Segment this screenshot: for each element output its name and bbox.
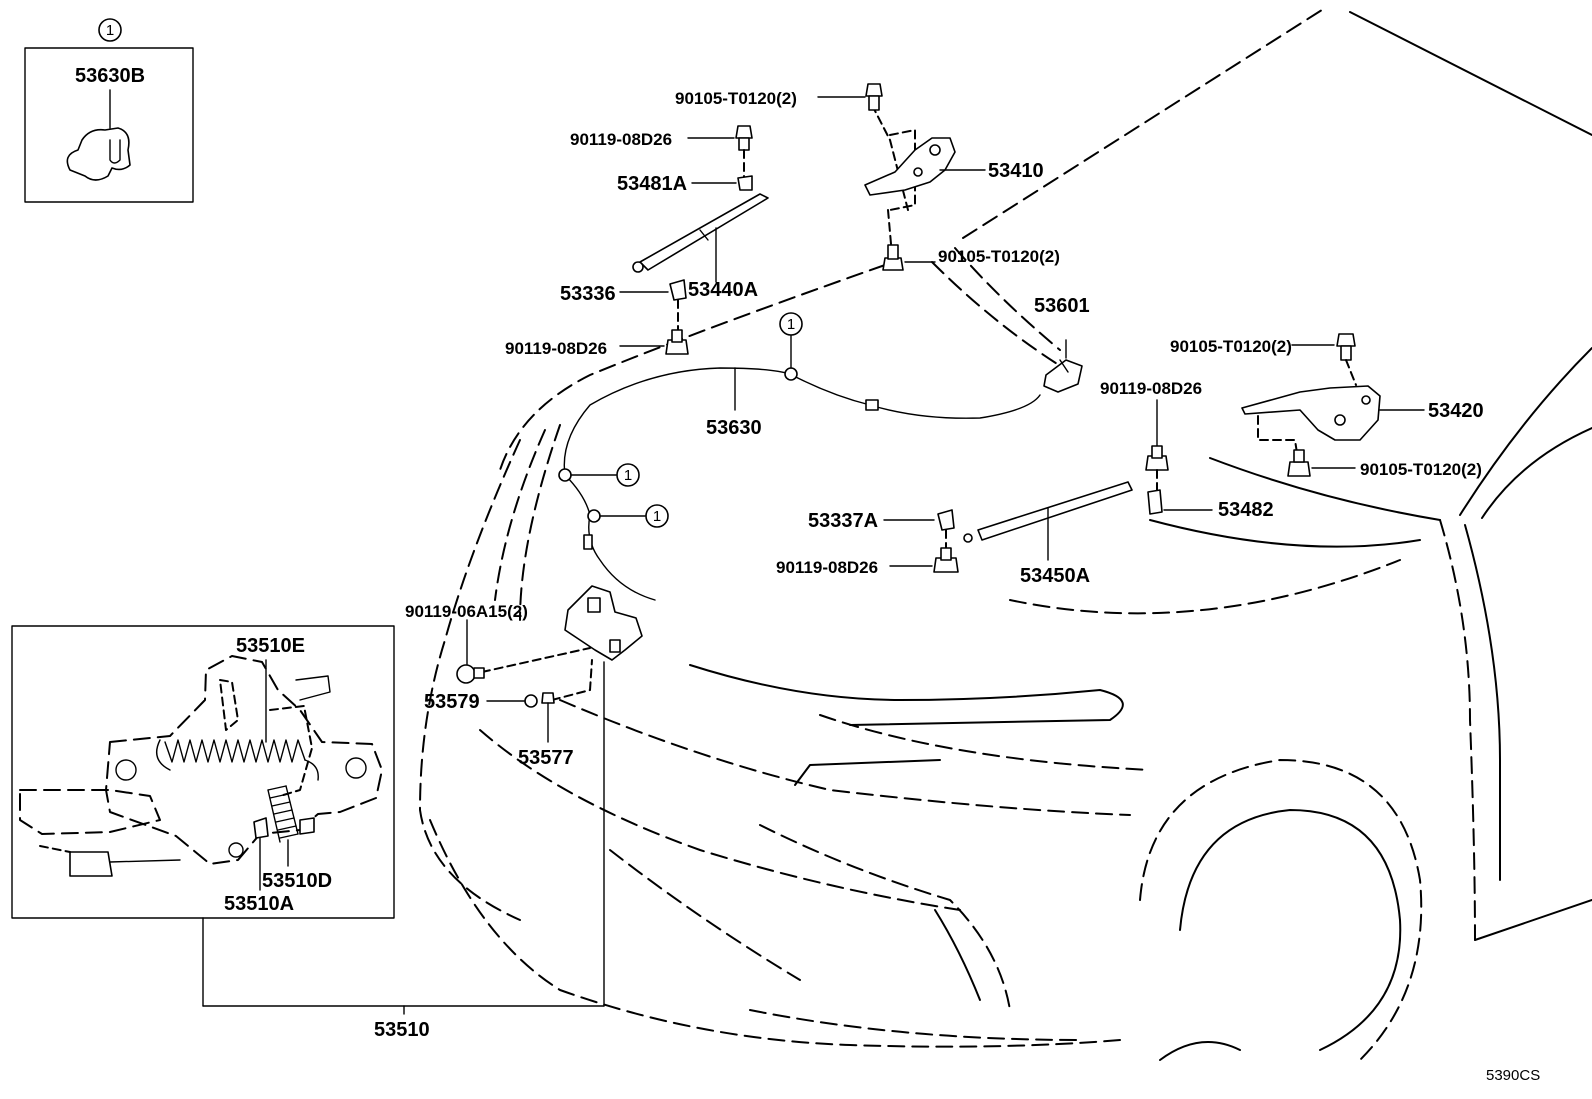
label-53510A: 53510A xyxy=(224,893,294,915)
callout-marker xyxy=(616,463,640,487)
label-53510: 53510 xyxy=(374,1019,430,1041)
gas-strut-left xyxy=(639,193,769,271)
bracket-53337A xyxy=(937,509,955,531)
bracket-53481A xyxy=(737,175,753,191)
label-53510D: 53510D xyxy=(262,870,332,892)
bracket-53336 xyxy=(669,279,687,301)
callout-marker xyxy=(645,504,669,528)
hood-latch: 90119-06A15(2) 53579 53577 53510 xyxy=(202,585,643,1041)
label-90105-mid: 90105-T0120(2) xyxy=(938,247,1060,266)
label-90105-right-top: 90105-T0120(2) xyxy=(1170,337,1292,356)
label-53336: 53336 xyxy=(560,283,616,305)
clip-inset-box: 1 53630B xyxy=(24,18,194,203)
bracket-53482 xyxy=(1147,489,1163,515)
label-53630B: 53630B xyxy=(75,65,145,87)
callout-marker xyxy=(98,18,122,42)
label-53510E: 53510E xyxy=(236,635,305,657)
latch-detail-inset: 53510E 53510D 53510A xyxy=(11,625,395,919)
label-90105-right-bot: 90105-T0120(2) xyxy=(1360,460,1482,479)
hinge-right-part xyxy=(1241,385,1381,441)
callout-marker-text: 1 xyxy=(653,508,661,525)
label-53481A: 53481A xyxy=(617,173,687,195)
label-53410: 53410 xyxy=(988,160,1044,182)
label-90119-a: 90119-08D26 xyxy=(570,130,672,149)
label-53577: 53577 xyxy=(518,747,574,769)
hinge-left-part xyxy=(864,137,956,196)
reference-code: 5390CS xyxy=(1486,1067,1540,1084)
gas-strut-right xyxy=(977,481,1133,541)
bushing-53510A xyxy=(253,817,269,839)
strut-right: 90119-08D26 53482 53450A 53337A 90119-08… xyxy=(776,379,1274,587)
hinge-right: 90105-T0120(2) 53420 90105-T0120(2) xyxy=(1170,333,1484,479)
label-53601: 53601 xyxy=(1034,295,1090,317)
callout-marker-text: 1 xyxy=(787,316,795,333)
strut-left: 90119-08D26 53481A 53440A 53336 90119-08… xyxy=(505,125,769,358)
label-53450A: 53450A xyxy=(1020,565,1090,587)
callout-marker xyxy=(779,312,803,336)
release-handle: 53601 xyxy=(1034,295,1090,393)
label-53337A: 53337A xyxy=(808,510,878,532)
clip-part xyxy=(66,127,131,181)
label-53630: 53630 xyxy=(706,417,762,439)
label-90119-06A15: 90119-06A15(2) xyxy=(405,602,528,621)
label-53482: 53482 xyxy=(1218,499,1274,521)
spring-53510E xyxy=(164,739,306,763)
label-53440A: 53440A xyxy=(688,279,758,301)
label-90105-top: 90105-T0120(2) xyxy=(675,89,797,108)
label-53579: 53579 xyxy=(424,691,480,713)
spring-53510D xyxy=(267,785,299,839)
callout-marker-text: 1 xyxy=(106,22,114,39)
hood-latch-part xyxy=(564,585,643,661)
label-90119-d: 90119-08D26 xyxy=(776,558,878,577)
label-90119-b: 90119-08D26 xyxy=(505,339,607,358)
release-cable: 53630 1 1 1 xyxy=(558,312,1041,601)
callout-marker-text: 1 xyxy=(624,467,632,484)
label-90119-c: 90119-08D26 xyxy=(1100,379,1202,398)
hinge-left: 53410 90105-T0120(2) 90105-T0120(2) xyxy=(675,83,1060,271)
car-body-outline xyxy=(419,7,1592,1061)
label-53420: 53420 xyxy=(1428,400,1484,422)
